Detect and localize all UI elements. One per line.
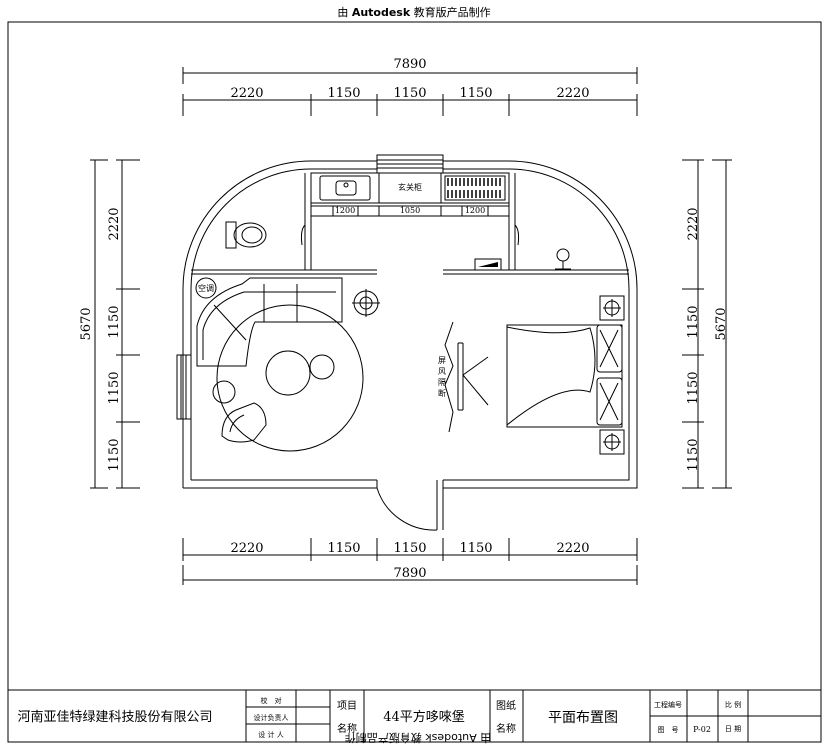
right-dim-1: 2220 (686, 207, 701, 240)
right-dim-2: 1150 (686, 305, 701, 338)
cabinet-label-2: 1050 (400, 206, 420, 215)
top-dim-3: 1150 (393, 86, 426, 101)
drawing-no-label: 图 号 (658, 726, 679, 734)
drawing-name: 平面布置图 (548, 710, 618, 726)
lounge-chair (221, 402, 267, 443)
bottom-dimensions (182, 538, 638, 585)
bottom-dim-4: 1150 (459, 541, 492, 556)
left-dimensions (90, 159, 140, 489)
nightstand-bottom (599, 429, 625, 455)
bottom-watermark: 由 Autodesk 教育版产品制作 (345, 731, 491, 745)
left-dim-1: 2220 (107, 207, 122, 240)
title-block-lines (8, 689, 821, 742)
role-design-lead: 设计负责人 (254, 713, 289, 722)
entrance-door (376, 480, 444, 531)
bottom-dim-3: 1150 (393, 541, 426, 556)
drawing-no: P-02 (693, 725, 711, 734)
cabinet-middle-label: 玄关柜 (398, 182, 422, 192)
bed (506, 324, 623, 428)
bottom-dim-5: 2220 (556, 541, 589, 556)
ac-label: 空调 (198, 283, 214, 293)
right-total-dim: 5670 (714, 307, 729, 340)
left-total-dim: 5670 (79, 307, 94, 340)
screen-partition (444, 321, 489, 433)
project-name: 44平方哆唻堡 (383, 709, 465, 725)
coffee-table-small (309, 354, 335, 380)
screen-label-3: 隔 (438, 378, 446, 387)
wall-appliance (474, 258, 502, 271)
round-rug (216, 304, 364, 452)
drawing-label-2: 名称 (496, 722, 516, 735)
side-stool (212, 380, 236, 404)
building-walls (176, 154, 638, 489)
coffee-table-large (265, 350, 311, 396)
project-label-1: 项目 (337, 700, 357, 712)
scale-label: 比 例 (725, 700, 741, 709)
wall-appliance-mark (478, 262, 498, 267)
bottom-dim-2: 1150 (327, 541, 360, 556)
role-design: 设 计 人 (258, 730, 283, 739)
right-dim-4: 1150 (686, 438, 701, 471)
top-watermark: 由 Autodesk 教育版产品制作 (337, 5, 490, 19)
top-dimensions (182, 67, 638, 116)
role-check: 校 对 (261, 696, 282, 705)
bottom-dim-1: 2220 (230, 541, 263, 556)
drawing-label-1: 图纸 (496, 699, 516, 712)
top-total-dim: 7890 (393, 57, 426, 72)
bottom-total-dim: 7890 (393, 566, 426, 581)
sectional-sofa (196, 277, 343, 367)
company-name: 河南亚佳特绿建科技股份有限公司 (17, 709, 212, 725)
shoe-rack-slats (447, 178, 501, 198)
top-dim-5: 2220 (556, 86, 589, 101)
cabinet-label-3: 1200 (465, 206, 485, 215)
left-dim-4: 1150 (107, 438, 122, 471)
code-label: 工程编号 (654, 700, 682, 709)
drawing-frame (7, 21, 822, 743)
ac-unit (195, 277, 217, 299)
left-dim-2: 1150 (107, 305, 122, 338)
left-dim-3: 1150 (107, 371, 122, 404)
screen-label: 屏 风 隔 断 (438, 356, 446, 398)
screen-label-2: 风 (438, 367, 446, 376)
top-dim-1: 2220 (230, 86, 263, 101)
top-dim-2: 1150 (327, 86, 360, 101)
entry-cabinet (310, 172, 510, 217)
screen-label-4: 断 (438, 388, 446, 398)
cabinet-label-1: 1200 (335, 206, 355, 215)
screen-label-1: 屏 (438, 356, 446, 365)
project-label-2: 名称 (337, 722, 357, 735)
nightstand-top (599, 295, 625, 321)
right-dim-3: 1150 (686, 371, 701, 404)
floor-lamp (555, 248, 571, 270)
toilet (225, 221, 267, 249)
right-dimensions (682, 159, 732, 489)
corner-floor-lamp (352, 289, 380, 317)
date-label: 日 期 (725, 725, 741, 733)
top-dim-4: 1150 (459, 86, 492, 101)
